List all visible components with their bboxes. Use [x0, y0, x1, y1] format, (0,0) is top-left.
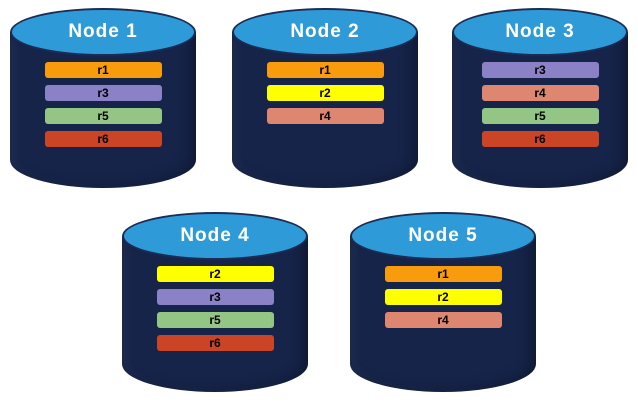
record-bar[interactable]: r4: [481, 85, 599, 101]
record-bar[interactable]: r1: [384, 266, 502, 282]
record-bar[interactable]: r6: [156, 335, 274, 351]
cylinder-shape: Node 1 r1 r3 r5 r6: [10, 8, 196, 188]
record-bar[interactable]: r3: [44, 85, 162, 101]
record-label: r3: [209, 290, 221, 304]
record-bar[interactable]: r5: [156, 312, 274, 328]
record-bar[interactable]: r2: [156, 266, 274, 282]
cylinder-shape: Node 3 r3 r4 r5 r6: [452, 8, 628, 188]
record-bar[interactable]: r2: [384, 289, 502, 305]
record-label: r1: [97, 63, 109, 77]
record-list: r3 r4 r5 r6: [452, 62, 628, 147]
record-bar[interactable]: r1: [266, 62, 384, 78]
record-bar[interactable]: r3: [156, 289, 274, 305]
node-title-label: Node 5: [408, 225, 478, 246]
database-node-5[interactable]: Node 5 r1 r2 r4: [350, 212, 536, 392]
record-bar[interactable]: r5: [44, 108, 162, 124]
record-list: r1 r2 r4: [232, 62, 418, 124]
record-label: r4: [534, 86, 546, 100]
record-bar[interactable]: r4: [266, 108, 384, 124]
record-bar[interactable]: r3: [481, 62, 599, 78]
node-title-label: Node 4: [180, 225, 250, 246]
database-node-1[interactable]: Node 1 r1 r3 r5 r6: [10, 8, 196, 188]
cylinder-shape: Node 4 r2 r3 r5 r6: [122, 212, 308, 392]
record-label: r2: [319, 86, 331, 100]
record-list: r2 r3 r5 r6: [122, 266, 308, 351]
record-label: r2: [209, 267, 221, 281]
node-title-label: Node 2: [290, 21, 360, 42]
record-label: r5: [209, 313, 221, 327]
cylinder-top-lid: Node 5: [350, 212, 536, 260]
cylinder-top-lid: Node 4: [122, 212, 308, 260]
record-label: r1: [437, 267, 449, 281]
record-list: r1 r3 r5 r6: [10, 62, 196, 147]
cylinder-top-lid: Node 1: [10, 8, 196, 56]
record-bar[interactable]: r4: [384, 312, 502, 328]
cylinder-top-lid: Node 2: [232, 8, 418, 56]
database-node-4[interactable]: Node 4 r2 r3 r5 r6: [122, 212, 308, 392]
record-label: r4: [319, 109, 331, 123]
record-label: r6: [209, 336, 221, 350]
node-title-label: Node 1: [68, 21, 138, 42]
record-bar[interactable]: r2: [266, 85, 384, 101]
record-bar[interactable]: r6: [44, 131, 162, 147]
cylinder-shape: Node 5 r1 r2 r4: [350, 212, 536, 392]
record-label: r6: [534, 132, 546, 146]
database-node-2[interactable]: Node 2 r1 r2 r4: [232, 8, 418, 188]
record-label: r2: [437, 290, 449, 304]
record-label: r1: [319, 63, 331, 77]
record-bar[interactable]: r1: [44, 62, 162, 78]
record-label: r5: [534, 109, 546, 123]
record-label: r3: [534, 63, 546, 77]
node-title-label: Node 3: [505, 21, 575, 42]
record-bar[interactable]: r6: [481, 131, 599, 147]
record-bar[interactable]: r5: [481, 108, 599, 124]
cylinder-top-lid: Node 3: [452, 8, 628, 56]
database-node-3[interactable]: Node 3 r3 r4 r5 r6: [452, 8, 628, 188]
record-list: r1 r2 r4: [350, 266, 536, 328]
record-label: r5: [97, 109, 109, 123]
record-label: r6: [97, 132, 109, 146]
cylinder-shape: Node 2 r1 r2 r4: [232, 8, 418, 188]
record-label: r3: [97, 86, 109, 100]
record-label: r4: [437, 313, 449, 327]
